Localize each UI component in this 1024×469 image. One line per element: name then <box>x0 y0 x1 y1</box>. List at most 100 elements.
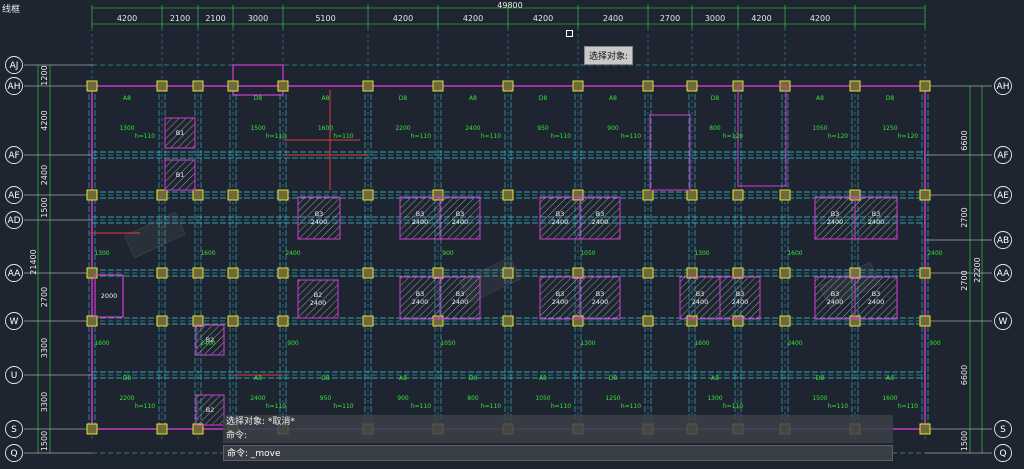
rebar-length: 1250 <box>605 395 620 402</box>
rebar-length: 950 <box>320 395 332 402</box>
opening-slab <box>297 279 339 319</box>
command-history-line-2: 命令: <box>223 429 893 443</box>
slab-size-label: 2400 <box>452 218 469 226</box>
axis-bubble-left <box>5 264 23 282</box>
axis-label-left: AF <box>8 151 19 161</box>
slab-size-label: 2400 <box>692 298 709 306</box>
axis-bubble-left <box>5 146 23 164</box>
opening-slab-b1 <box>164 159 196 191</box>
slab-size-label: 2400 <box>592 298 609 306</box>
command-window[interactable]: 选择对象: *取消* 命令: 命令: _move <box>223 415 893 465</box>
rebar-length: 900 <box>397 395 409 402</box>
column-square <box>192 189 204 201</box>
axis-bubble-left <box>5 56 23 74</box>
left-dim-text: 4200 <box>40 110 49 130</box>
left-dim-text: 3300 <box>40 338 49 358</box>
top-dim-text: 4200 <box>810 14 830 23</box>
column-square <box>642 315 654 327</box>
column-square <box>849 80 861 92</box>
column-square <box>156 423 168 435</box>
rebar-length: 1250 <box>882 125 897 132</box>
rebar-length: 1300 <box>707 395 722 402</box>
top-dim-text: 2400 <box>603 14 623 23</box>
slab-outline <box>91 85 926 430</box>
column-square <box>362 315 374 327</box>
rebar-label: D8 <box>886 95 895 102</box>
stair-void-2 <box>737 85 787 187</box>
rebar-label: A8 <box>399 375 407 382</box>
slab-label-b1: B2 <box>206 336 215 344</box>
axis-bubble-right <box>994 231 1012 249</box>
rebar-label: A8 <box>609 95 617 102</box>
column-square <box>919 189 931 201</box>
thickness-label: h=110 <box>333 133 353 140</box>
watermark-logo <box>123 211 187 259</box>
column-square <box>227 315 239 327</box>
small-room-box <box>94 274 124 318</box>
axis-label-right: S <box>1000 425 1006 435</box>
column-square <box>192 267 204 279</box>
slab-label: B3 <box>315 210 324 218</box>
axis-label-left: W <box>10 317 19 327</box>
thickness-label: h=120 <box>828 133 848 140</box>
slab-protrusion <box>232 64 284 96</box>
column-square <box>156 315 168 327</box>
slab-label: B3 <box>736 290 745 298</box>
axis-bubble-left <box>5 366 23 384</box>
slab-label: B3 <box>556 210 565 218</box>
axis-label-left: AE <box>8 191 20 201</box>
axis-label-right: Q <box>999 449 1006 459</box>
thickness-label: h=110 <box>135 403 155 410</box>
left-dim-text: 1500 <box>40 431 49 451</box>
slab-label: B3 <box>456 290 465 298</box>
slab-label: B3 <box>831 210 840 218</box>
axis-label-right: AE <box>997 191 1009 201</box>
slab-size-label: 2400 <box>732 298 749 306</box>
rebar-label: A8 <box>886 375 894 382</box>
rebar-label: A8 <box>539 375 547 382</box>
rebar-length-mid: 900 <box>287 340 299 347</box>
column-square <box>779 189 791 201</box>
rebar-label: D8 <box>539 95 548 102</box>
rebar-label: D8 <box>399 95 408 102</box>
column-square <box>277 80 289 92</box>
rebar-length-mid: 1600 <box>694 340 709 347</box>
rebar-length-mid: 900 <box>929 340 941 347</box>
axis-bubble-right <box>994 420 1012 438</box>
viewport-label[interactable]: 线框 <box>2 5 21 15</box>
rebar-length-mid: 1600 <box>200 250 215 257</box>
opening-slab <box>719 276 761 320</box>
column-square <box>642 189 654 201</box>
opening-slab-b1 <box>195 324 225 356</box>
top-dim-text: 3000 <box>248 14 268 23</box>
rebar-length: 2200 <box>119 395 134 402</box>
rebar-label: D8 <box>609 375 618 382</box>
slab-label-b1: B1 <box>176 171 185 179</box>
rebar-length: 950 <box>537 125 549 132</box>
top-dim-text: 4200 <box>463 14 483 23</box>
column-square <box>919 267 931 279</box>
rebar-length: 1050 <box>812 125 827 132</box>
rebar-length: 1300 <box>119 125 134 132</box>
total-dim-text: 49800 <box>497 1 522 10</box>
axis-label-left: S <box>11 425 17 435</box>
axis-bubble-right <box>994 444 1012 462</box>
opening-slab <box>579 196 621 240</box>
rebar-length-mid: 900 <box>442 250 454 257</box>
rebar-label: D8 <box>123 375 132 382</box>
axis-label-right: AH <box>997 82 1010 92</box>
column-square <box>919 315 931 327</box>
rebar-label: A8 <box>254 375 262 382</box>
rebar-length-mid: 1600 <box>94 340 109 347</box>
opening-slab <box>399 276 441 320</box>
top-dim-text: 3000 <box>705 14 725 23</box>
opening-slab <box>297 196 341 240</box>
column-square <box>86 315 98 327</box>
thickness-label: h=120 <box>898 133 918 140</box>
thickness-label: h=110 <box>481 403 501 410</box>
column-square <box>779 267 791 279</box>
slab-size-label: 2400 <box>552 218 569 226</box>
command-input[interactable]: 命令: _move <box>223 445 893 461</box>
